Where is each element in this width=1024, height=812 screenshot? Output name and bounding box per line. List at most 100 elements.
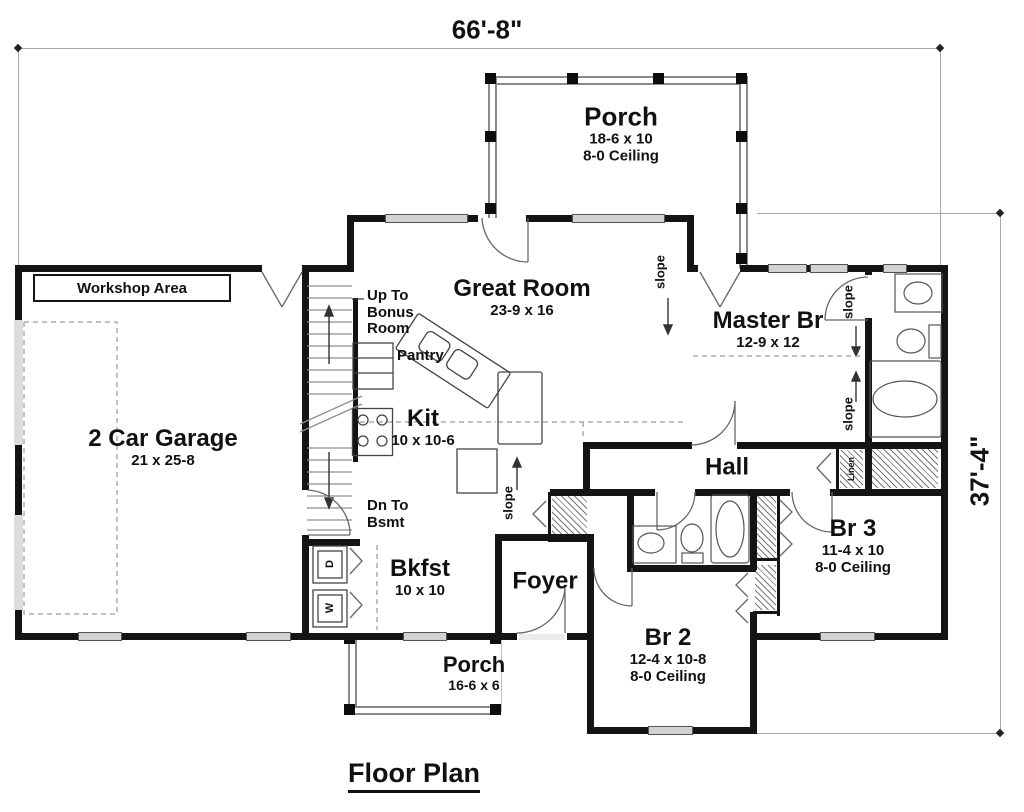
dimension-line-top	[18, 48, 940, 49]
room-size: 18-6 x 10	[589, 130, 653, 148]
porch-wall	[348, 706, 500, 715]
closet-wall	[548, 539, 590, 542]
dimension-extension	[757, 213, 1000, 214]
closet-shelving-hatch	[840, 450, 863, 488]
wall	[15, 265, 22, 640]
dimension-width: 66'-8"	[452, 15, 523, 44]
porch-post	[653, 73, 664, 84]
window	[820, 632, 875, 641]
room-name: Great Room	[453, 275, 591, 303]
porch-post	[736, 131, 747, 142]
window	[810, 264, 848, 273]
porch-wall	[488, 76, 747, 85]
room-name: Porch	[584, 101, 658, 132]
bathroom-sink	[894, 273, 943, 313]
stove	[351, 407, 394, 457]
room-label-great-room: Great Room 23-9 x 16	[453, 275, 591, 320]
wall	[495, 534, 502, 640]
wall	[583, 442, 692, 449]
dimension-text: 66'-8"	[451, 14, 523, 45]
annotation-slope: slope	[500, 486, 516, 520]
closet-shelving-hatch	[552, 495, 587, 538]
annotation-slope: slope	[840, 285, 856, 319]
wall	[495, 534, 593, 541]
wall	[302, 535, 309, 640]
wall	[550, 489, 655, 496]
room-label-kitchen: Kit 10 x 10-6	[391, 405, 454, 450]
room-label-master-br: Master Br 12-9 x 12	[713, 307, 824, 352]
porch-wall	[739, 76, 748, 268]
stair-rail-wall	[353, 298, 358, 462]
wall	[750, 640, 757, 734]
window	[572, 214, 665, 223]
porch-post	[736, 203, 747, 214]
room-size: 11-4 x 10	[821, 541, 885, 559]
annotation-slope: slope	[652, 255, 668, 289]
annotation-pantry: Pantry	[397, 347, 444, 364]
refrigerator	[456, 448, 498, 494]
toilet	[896, 324, 942, 359]
room-size: 16-6 x 6	[448, 676, 500, 693]
wall	[695, 489, 790, 496]
wall	[865, 318, 872, 495]
wall	[830, 489, 948, 496]
porch-post	[485, 73, 496, 84]
closet-wall	[836, 445, 839, 494]
room-name: Br 2	[644, 623, 692, 651]
bathtub	[710, 494, 750, 564]
pantry-shelves	[352, 342, 394, 390]
dimension-tick	[13, 43, 23, 53]
room-ceiling: 8-0 Ceiling	[583, 147, 659, 165]
room-label-br3: Br 3 11-4 x 10 8-0 Ceiling	[815, 514, 891, 576]
dimension-extension	[757, 733, 1000, 734]
room-name: 2 Car Garage	[88, 425, 238, 453]
window	[246, 632, 291, 641]
workshop-area-label: Workshop Area	[76, 279, 188, 297]
bathroom-sink	[632, 525, 677, 564]
room-label-porch-bottom: Porch 16-6 x 6	[442, 651, 506, 693]
room-size: 12-9 x 12	[736, 334, 800, 352]
room-label-foyer: Foyer	[512, 568, 577, 596]
room-name: Porch	[442, 651, 506, 677]
wall	[302, 539, 360, 546]
porch-post	[567, 73, 578, 84]
annotation-dn-to-bsmt: Dn To Bsmt	[367, 497, 409, 531]
closet-shelving-hatch	[755, 494, 776, 558]
wall	[941, 265, 948, 640]
window	[768, 264, 807, 273]
porch-post	[736, 73, 747, 84]
room-size: 10 x 10	[394, 582, 446, 600]
wall	[302, 265, 309, 490]
room-label-breakfast: Bkfst 10 x 10	[390, 555, 450, 600]
stair-arrow	[323, 304, 335, 510]
dimension-extension	[940, 49, 941, 265]
room-label-porch-top: Porch 18-6 x 10 8-0 Ceiling	[583, 101, 659, 166]
annotation-linen: Linen	[846, 457, 856, 481]
drawing-title: Floor Plan	[348, 758, 481, 793]
closet-wall	[777, 492, 780, 616]
room-size: 12-4 x 10-8	[629, 650, 707, 668]
porch-post	[485, 131, 496, 142]
room-name: Br 3	[829, 514, 877, 542]
wall	[302, 265, 354, 272]
porch-wall	[348, 640, 357, 713]
dimension-tick	[995, 728, 1005, 738]
wall	[347, 215, 354, 272]
window	[648, 726, 693, 735]
wall	[567, 633, 594, 640]
porch-edge	[501, 640, 502, 712]
garage-door-opening	[14, 515, 23, 610]
bathtub	[869, 360, 942, 438]
wall	[632, 565, 756, 572]
dimension-extension	[18, 49, 19, 265]
room-ceiling: 8-0 Ceiling	[815, 558, 891, 576]
room-label-hall: Hall	[704, 453, 750, 482]
wall	[687, 215, 694, 272]
closet-wall	[548, 492, 551, 542]
wall	[750, 612, 757, 640]
annotation-dryer: D	[324, 560, 336, 568]
porch-post	[485, 203, 496, 214]
dimension-line-right	[1000, 213, 1001, 733]
room-name: Hall	[704, 453, 750, 481]
